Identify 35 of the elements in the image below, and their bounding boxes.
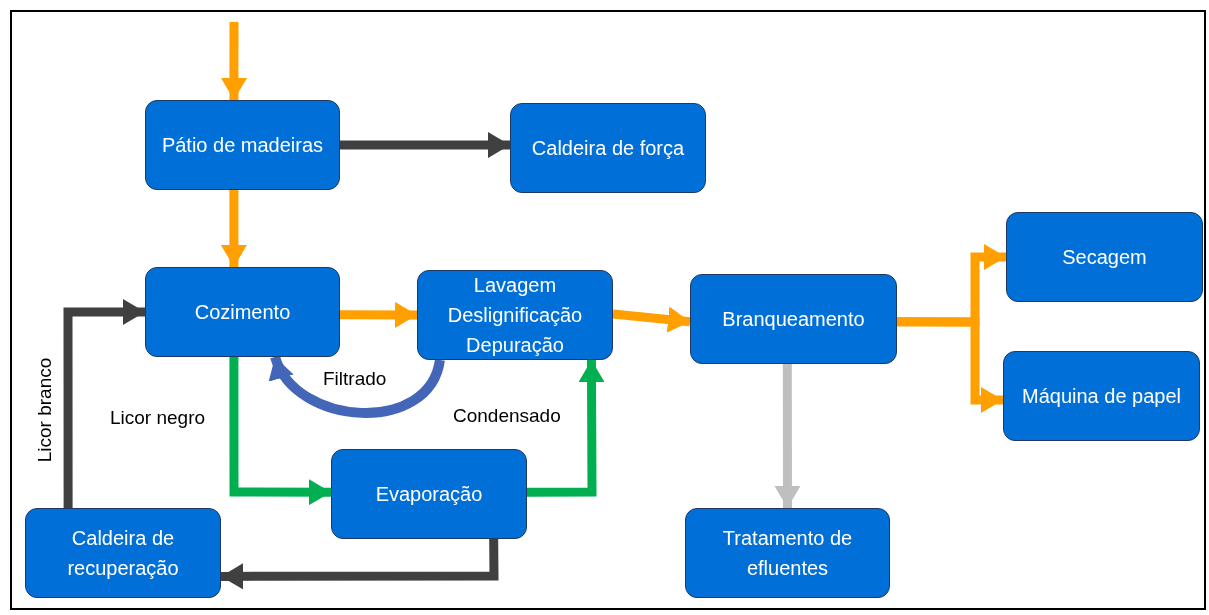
process-box (145, 100, 340, 190)
arrow (220, 22, 247, 100)
process-box (331, 449, 527, 539)
node-label: Caldeira de recuperação (66, 526, 180, 581)
node-label: Deslignificação (447, 303, 583, 328)
edge-label: Filtrado (323, 369, 387, 388)
node-label: Máquina de papel (1022, 384, 1181, 409)
node-label: Branqueamento (722, 307, 865, 332)
node-label: Depuração (466, 333, 564, 358)
arrow (229, 357, 331, 506)
node-label: Cozimento (194, 300, 291, 325)
process-box (510, 103, 706, 193)
arrow (612, 306, 691, 333)
arrow (220, 190, 247, 267)
arrow (340, 301, 417, 328)
node-label: Evaporação (375, 482, 483, 507)
node-label: Pátio de madeiras (161, 133, 324, 158)
edge-label: Condensado (453, 406, 561, 425)
node-label: Caldeira de força (531, 136, 685, 161)
arrow (63, 299, 145, 508)
arrow (527, 360, 605, 497)
node-label: Lavagem (473, 273, 557, 298)
node-label: Tratamento de efluentes (721, 526, 854, 581)
arrow (897, 317, 1003, 413)
process-box (1003, 351, 1200, 441)
edge-label: Licor negro (110, 408, 206, 427)
process-box (685, 508, 890, 598)
process-box (25, 508, 221, 598)
arrow (340, 132, 510, 159)
process-box (1006, 212, 1203, 302)
node-label: Secagem (1062, 245, 1147, 270)
process-box (690, 274, 897, 364)
process-box (417, 270, 613, 360)
arrow (774, 364, 801, 508)
process-box (145, 267, 340, 357)
